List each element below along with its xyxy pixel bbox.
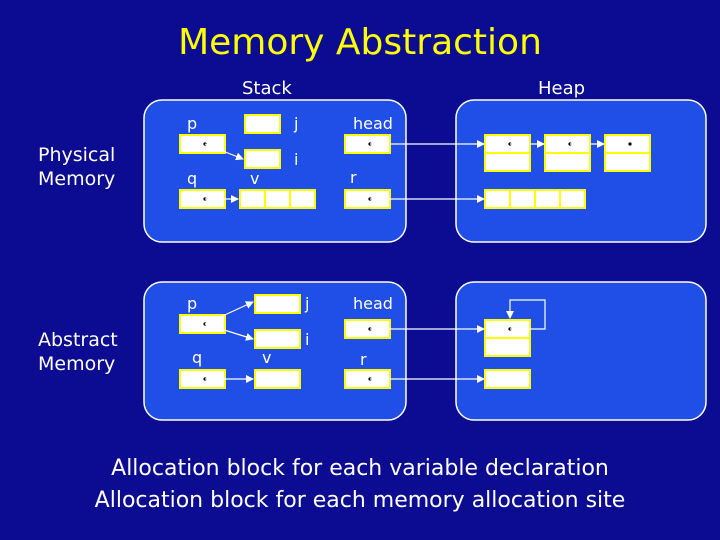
physical-head-label: head — [353, 114, 393, 133]
heap-node-2-bottom — [544, 152, 591, 172]
physical-v-box-3 — [289, 189, 316, 209]
physical-i-label: i — [294, 150, 299, 169]
physical-p-box — [179, 134, 226, 154]
physical-j-label: j — [294, 114, 299, 133]
abstract-i-label: i — [305, 330, 310, 349]
physical-p-arrow — [204, 143, 244, 161]
stack-label: Stack — [242, 78, 292, 99]
physical-memory-label-line-1: Physical — [38, 144, 116, 166]
physical-v-box-2 — [264, 189, 291, 209]
abstract-j-box — [254, 294, 301, 314]
physical-p-label: p — [187, 114, 198, 133]
abstract-p-label: p — [187, 294, 198, 313]
physical-v-label: v — [250, 169, 260, 188]
abstract-heap-array — [484, 369, 531, 389]
physical-memory-label: Physical Memory — [38, 143, 115, 191]
abstract-heap-node-bottom — [484, 337, 531, 357]
heap-node-3-bottom — [604, 152, 651, 172]
abstract-p-arrow-j — [204, 301, 254, 325]
abstract-p-arrow-i — [204, 323, 254, 341]
abstract-v-box — [254, 369, 301, 389]
abstract-q-label: q — [192, 348, 203, 367]
abstract-memory-label: Abstract Memory — [38, 328, 118, 376]
physical-r-label: r — [350, 168, 357, 187]
heap-array-cell-4 — [559, 189, 586, 209]
abstract-head-label: head — [353, 294, 393, 313]
physical-j-box — [244, 114, 281, 134]
heap-array-cell-2 — [509, 189, 536, 209]
abstract-i-box — [254, 329, 301, 349]
heap-array-cell-3 — [534, 189, 561, 209]
heap-label: Heap — [538, 78, 586, 99]
physical-memory-label-line-2: Memory — [38, 168, 116, 190]
abstract-memory-label-line-1: Abstract — [38, 329, 118, 351]
footer-line-1: Allocation block for each variable decla… — [111, 456, 609, 481]
physical-v-box-1 — [239, 189, 266, 209]
abstract-heap-self-loop — [506, 299, 546, 330]
page-title: Memory Abstraction — [178, 22, 542, 63]
physical-i-box — [244, 149, 281, 169]
heap-node-3-top — [604, 134, 651, 154]
abstract-v-label: v — [262, 348, 272, 367]
abstract-r-label: r — [360, 350, 367, 369]
abstract-memory-label-line-2: Memory — [38, 353, 116, 375]
heap-array-cell-1 — [484, 189, 511, 209]
heap-node-3-dot — [628, 142, 632, 146]
abstract-j-label: j — [305, 294, 310, 313]
footer-line-2: Allocation block for each memory allocat… — [94, 488, 626, 513]
physical-q-label: q — [187, 169, 198, 188]
heap-node-1-bottom — [484, 152, 531, 172]
